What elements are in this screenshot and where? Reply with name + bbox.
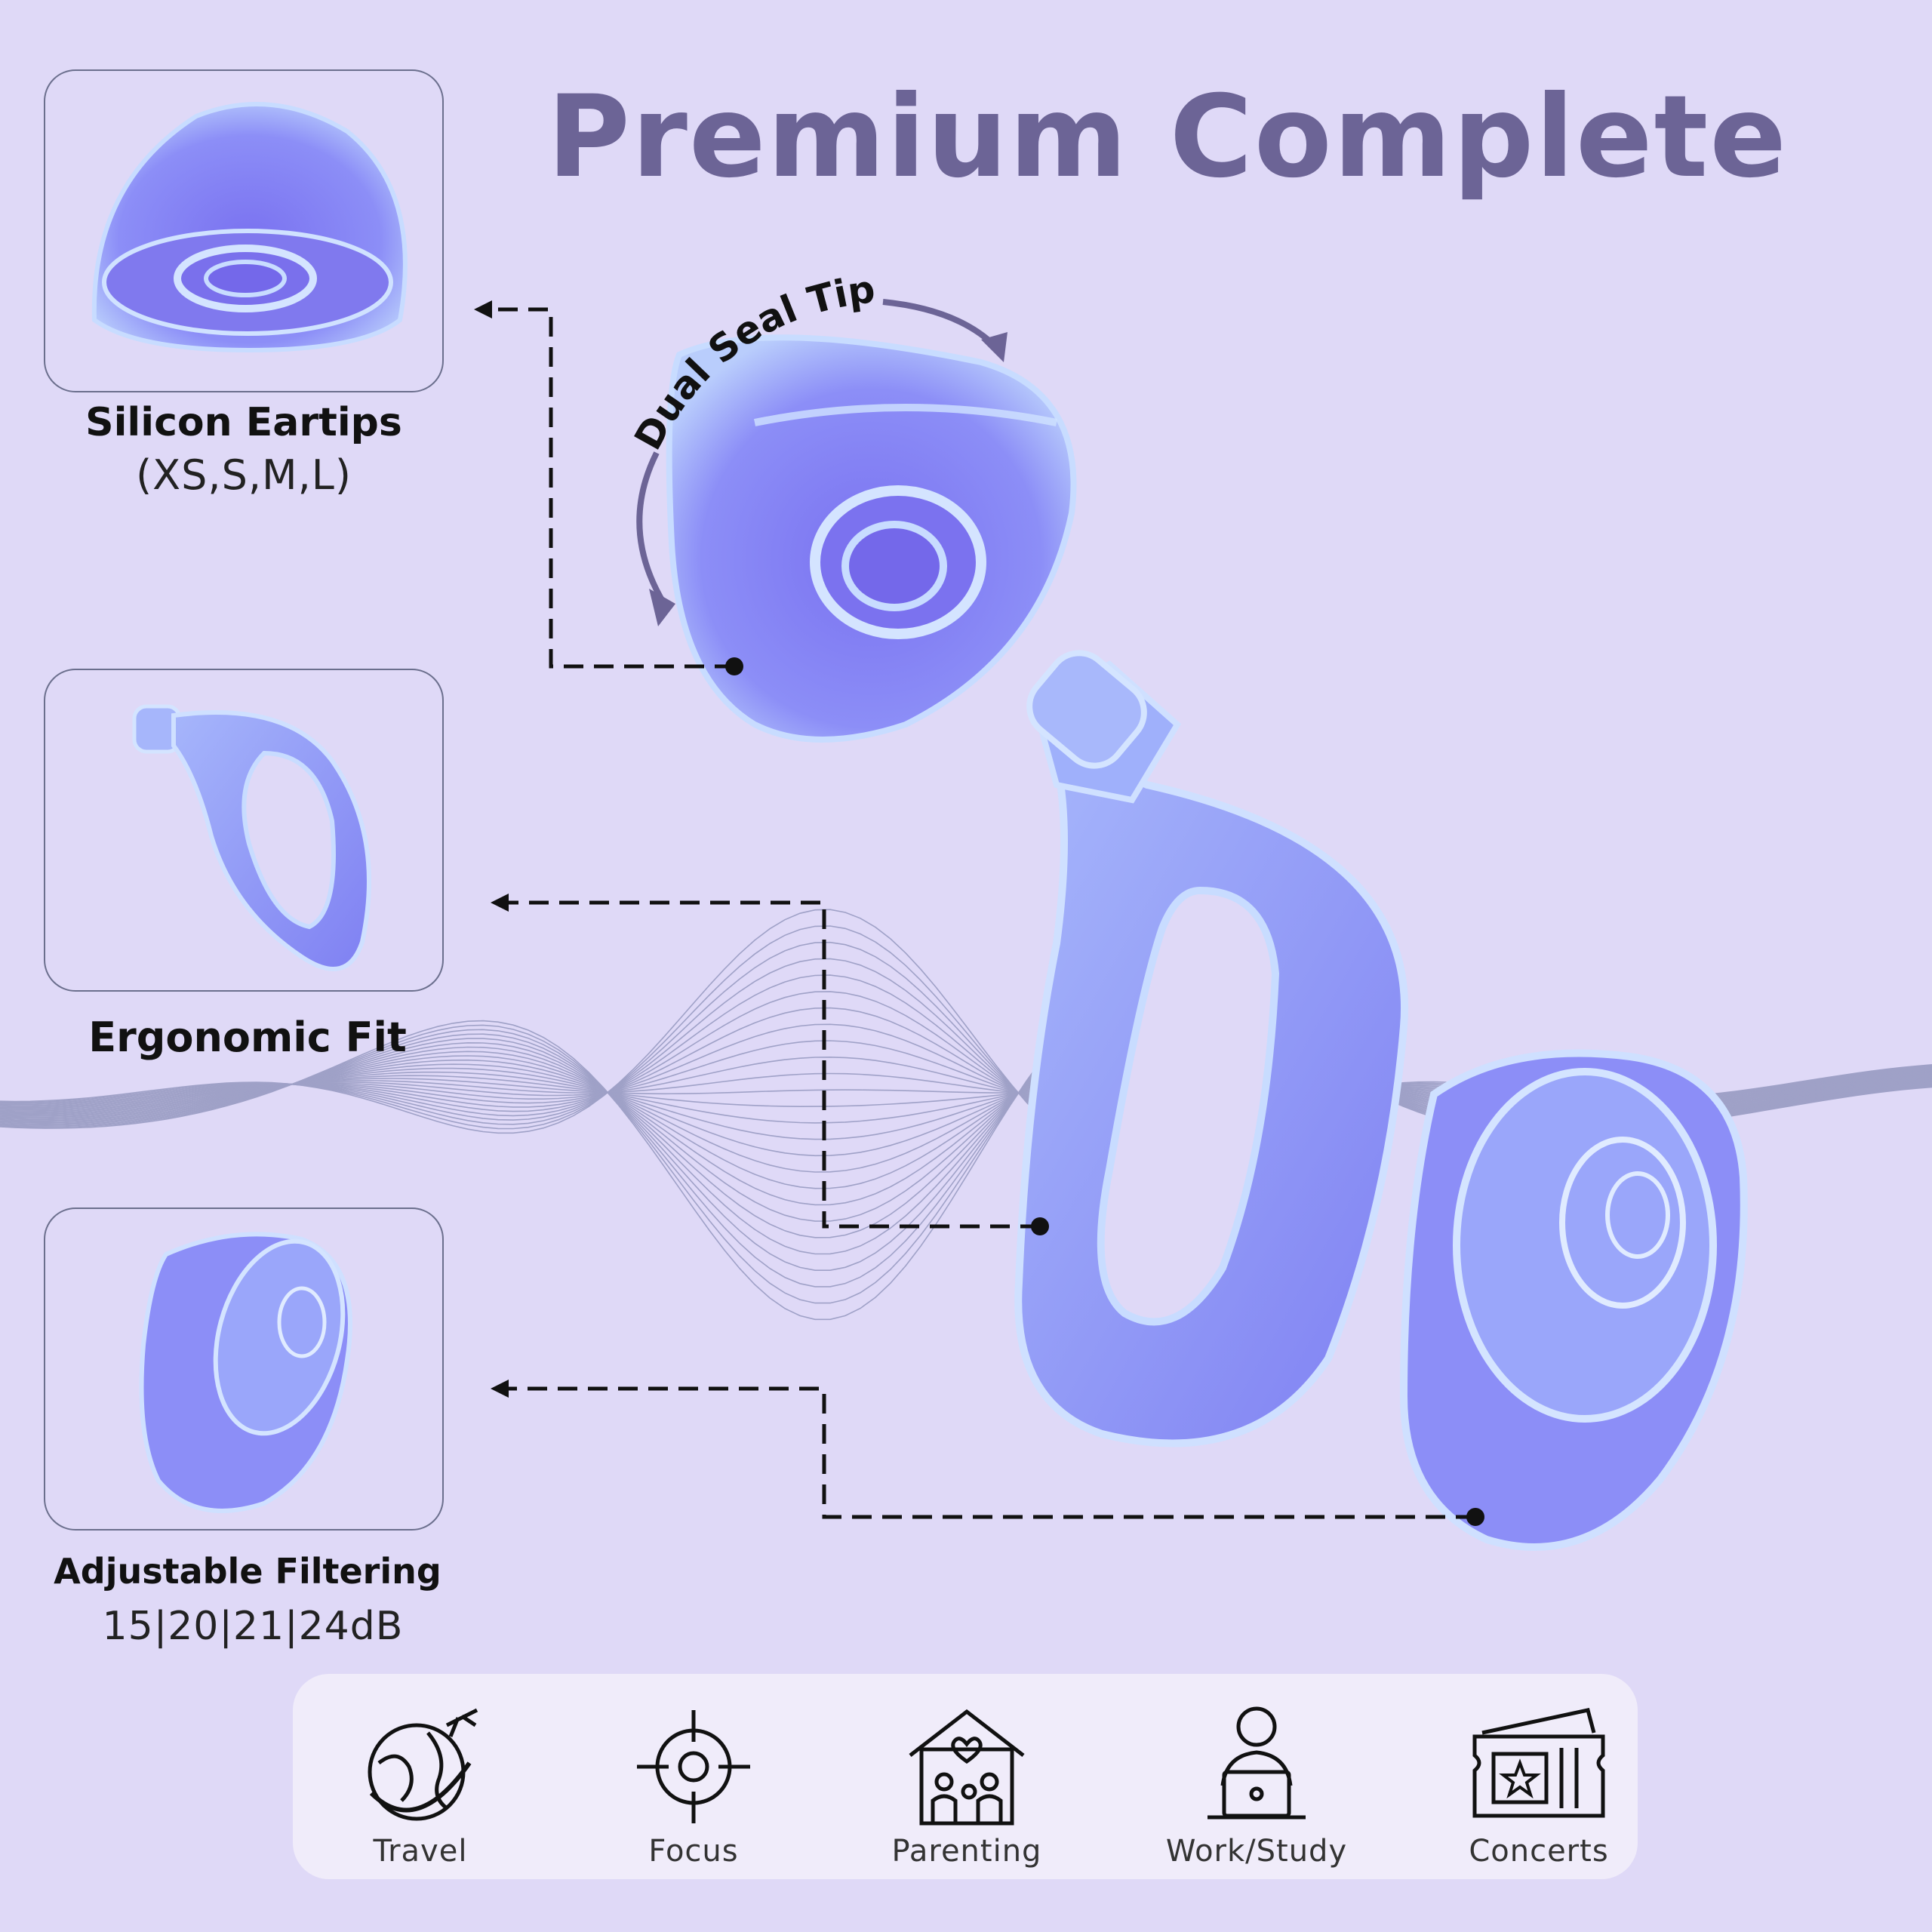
filter-thumbnail (139, 1232, 352, 1513)
eartip-thumbnail (91, 102, 408, 353)
dual-seal-tip-illustration (666, 334, 1077, 743)
ergonomic-fit-card (44, 669, 444, 992)
use-case-label: Focus (648, 1834, 739, 1869)
use-case-work-study: Work/Study (1143, 1674, 1370, 1879)
use-case-label: Concerts (1469, 1834, 1609, 1869)
wing-thumbnail (132, 704, 371, 971)
connector-ergonomic (502, 900, 1040, 1229)
feature-title-filtering: Adjustable Filtering (54, 1551, 441, 1592)
target-icon (637, 1710, 750, 1823)
ergonomic-wing-illustration (1014, 650, 1409, 1447)
connector-eartips (483, 307, 734, 669)
globe-airplane-icon (368, 1708, 478, 1821)
ticket-icon (1472, 1708, 1605, 1818)
use-case-concerts: Concerts (1426, 1674, 1652, 1879)
feature-detail-eartips: (XS,S,M,L) (136, 451, 352, 499)
connector-filter (502, 1386, 1475, 1519)
use-case-travel: Travel (307, 1674, 534, 1879)
svg-text:Dual Seal Tip: Dual Seal Tip (626, 267, 877, 457)
family-house-icon (909, 1709, 1025, 1826)
use-case-bar: Travel Focus Parenting (293, 1674, 1638, 1879)
person-laptop-icon (1208, 1706, 1306, 1820)
use-case-focus: Focus (580, 1674, 807, 1879)
use-case-label: Parenting (891, 1834, 1042, 1869)
feature-title-eartips: Silicon Eartips (85, 400, 402, 445)
use-case-label: Work/Study (1165, 1834, 1348, 1869)
callout-text: Dual Seal Tip (626, 267, 877, 457)
use-case-label: Travel (373, 1834, 468, 1869)
feature-title-ergonomic: Ergonomic Fit (88, 1014, 407, 1061)
page-title: Premium Complete (547, 72, 1789, 203)
feature-detail-filtering: 15|20|21|24dB (102, 1604, 404, 1649)
use-case-parenting: Parenting (854, 1674, 1080, 1879)
adjustable-filtering-card (44, 1208, 444, 1531)
silicon-eartips-card (44, 69, 444, 392)
filter-capsule-illustration (1399, 1049, 1748, 1551)
